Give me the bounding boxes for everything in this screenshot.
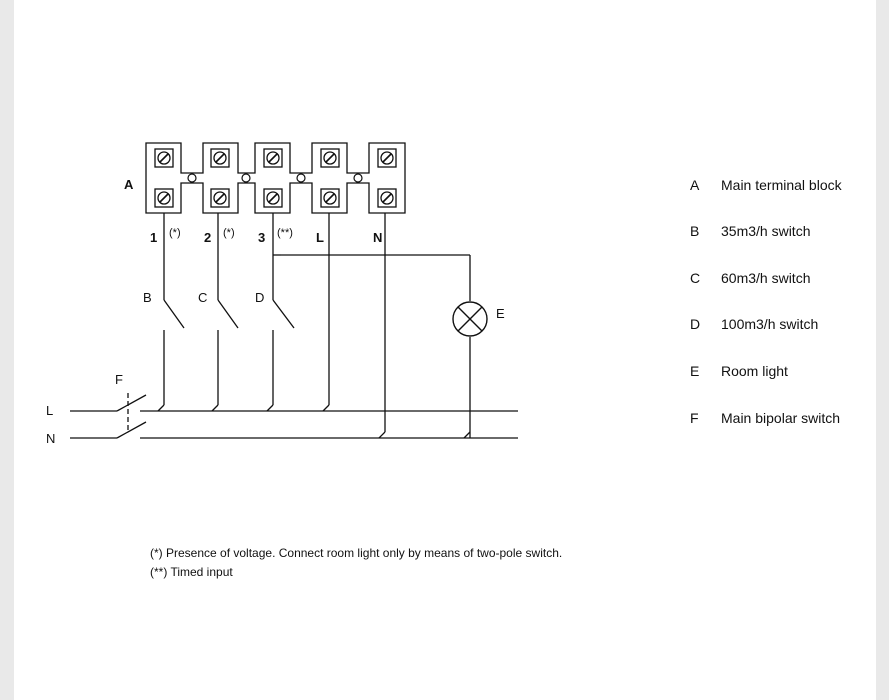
legend-text: Main bipolar switch (721, 410, 841, 426)
terminal-screw (154, 188, 174, 208)
terminal-screw (377, 148, 397, 168)
legend-key: A (690, 177, 700, 193)
terminal-mark-2: (*) (223, 227, 235, 239)
terminal-wires (157, 213, 471, 439)
terminal-number-N: N (373, 230, 382, 245)
legend-text: 60m3/h switch (721, 270, 811, 286)
page (14, 0, 876, 700)
terminal-screw (377, 188, 397, 208)
terminal-number-2: 2 (204, 230, 211, 245)
legend-key: F (690, 410, 699, 426)
legend-key: D (690, 316, 701, 332)
terminal-screw (210, 148, 230, 168)
switch-label-b: B (143, 290, 152, 305)
terminal-link-circle (241, 173, 251, 183)
legend-item-a: A Main terminal block (690, 177, 880, 197)
terminal-screw (320, 188, 340, 208)
legend-key: B (690, 223, 700, 239)
terminal-number-1: 1 (150, 230, 157, 245)
legend-item-e: E Room light (690, 363, 880, 383)
terminal-screw (263, 148, 283, 168)
terminal-number-L: L (316, 230, 324, 245)
neutral-line-label: N (46, 431, 55, 446)
terminal-block-outline (145, 142, 406, 214)
supply-lines (70, 393, 518, 439)
terminal-link-circle (187, 173, 197, 183)
switch-label-c: C (198, 290, 207, 305)
terminal-screw (210, 188, 230, 208)
legend-text: Room light (721, 363, 788, 379)
terminal-screw (154, 148, 174, 168)
terminal-screws (154, 148, 397, 208)
footnote-voltage: (*) Presence of voltage. Connect room li… (150, 546, 563, 560)
main-switch-label: F (115, 372, 123, 387)
terminal-mark-3: (**) (277, 227, 293, 239)
footnotes: (*) Presence of voltage. Connect room li… (150, 544, 562, 582)
terminal-number-3: 3 (258, 230, 265, 245)
terminal-block-label: A (124, 177, 134, 192)
terminal-numbers: 1 (*) 2 (*) 3 (**) L N (150, 227, 382, 245)
terminal-mark-1: (*) (169, 227, 181, 239)
terminal-link-circle (296, 173, 306, 183)
legend-key: E (690, 363, 700, 379)
legend-text: Main terminal block (721, 177, 842, 193)
room-light-label: E (496, 306, 505, 321)
legend-item-b: B 35m3/h switch (690, 223, 880, 243)
legend-item-f: F Main bipolar switch (690, 410, 880, 430)
legend-item-d: D 100m3/h switch (690, 316, 880, 336)
legend-item-c: C 60m3/h switch (690, 270, 880, 290)
footnote-timed: (**) Timed input (150, 565, 233, 579)
terminal-screw (263, 188, 283, 208)
legend-text: 35m3/h switch (721, 223, 811, 239)
switch-label-d: D (255, 290, 264, 305)
legend-key: C (690, 270, 701, 286)
legend-text: 100m3/h switch (721, 316, 819, 332)
room-light-symbol (452, 301, 488, 337)
terminal-screw (320, 148, 340, 168)
terminal-link-circle (353, 173, 363, 183)
live-line-label: L (46, 403, 53, 418)
